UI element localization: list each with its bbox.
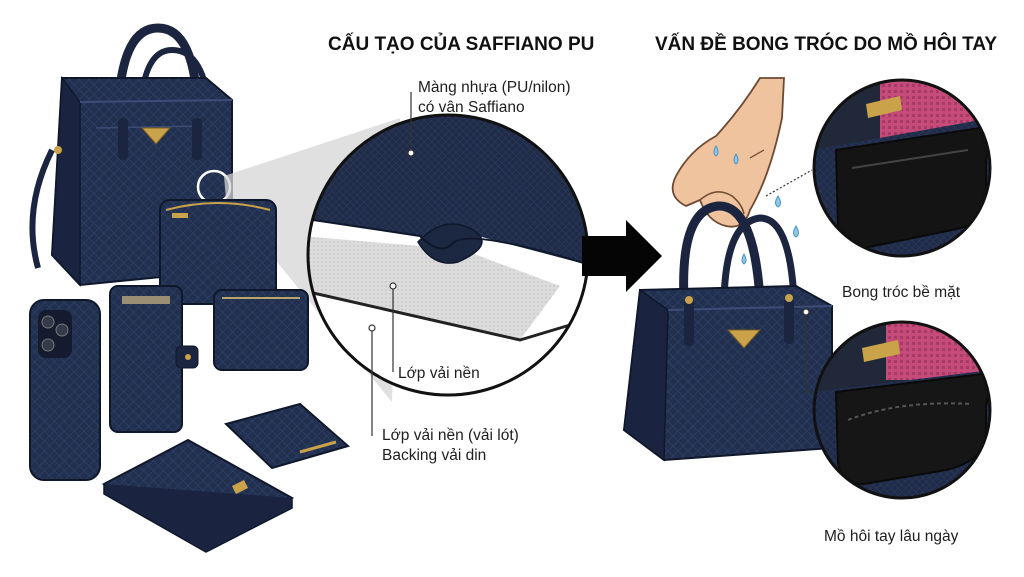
label-top-coating-line1: Màng nhựa (PU/nilon) [418,79,571,96]
structure-title: CẤU TẠO CỦA SAFFIANO PU [328,34,595,55]
card-holder [224,402,351,470]
hand-holding-bag [622,77,833,462]
problem-title: VẤN ĐỀ BONG TRÓC DO MỒ HÔI TAY [655,34,998,55]
label-leaders [368,92,415,436]
zip-wallet [159,199,277,305]
label-top-coating: Màng nhựa (PU/nilon) có vân Saffiano [418,78,571,118]
planner-case [109,285,199,433]
label-fabric-base: Lớp vải nền [398,365,480,382]
detail-leaders [765,169,814,393]
phone-case [29,299,101,481]
label-top-coating-line2: có vân Saffiano [418,99,525,116]
product-group [29,23,400,553]
arrow-right-icon [582,220,662,292]
bifold-wallet [213,289,309,371]
label-peeling: Bong tróc bề mặt [842,284,961,301]
long-wallet [101,438,295,553]
label-backing-line1: Lớp vải nền (vải lót) [382,427,519,444]
peeling-detail-bottom [812,320,992,500]
label-backing-line2: Backing vải din [382,447,487,464]
peeling-detail-top [812,78,992,258]
label-backing: Lớp vải nền (vải lót) Backing vải din [382,426,519,466]
label-sweat: Mồ hôi tay lâu ngày [824,528,959,545]
cross-section-magnified [306,113,590,397]
